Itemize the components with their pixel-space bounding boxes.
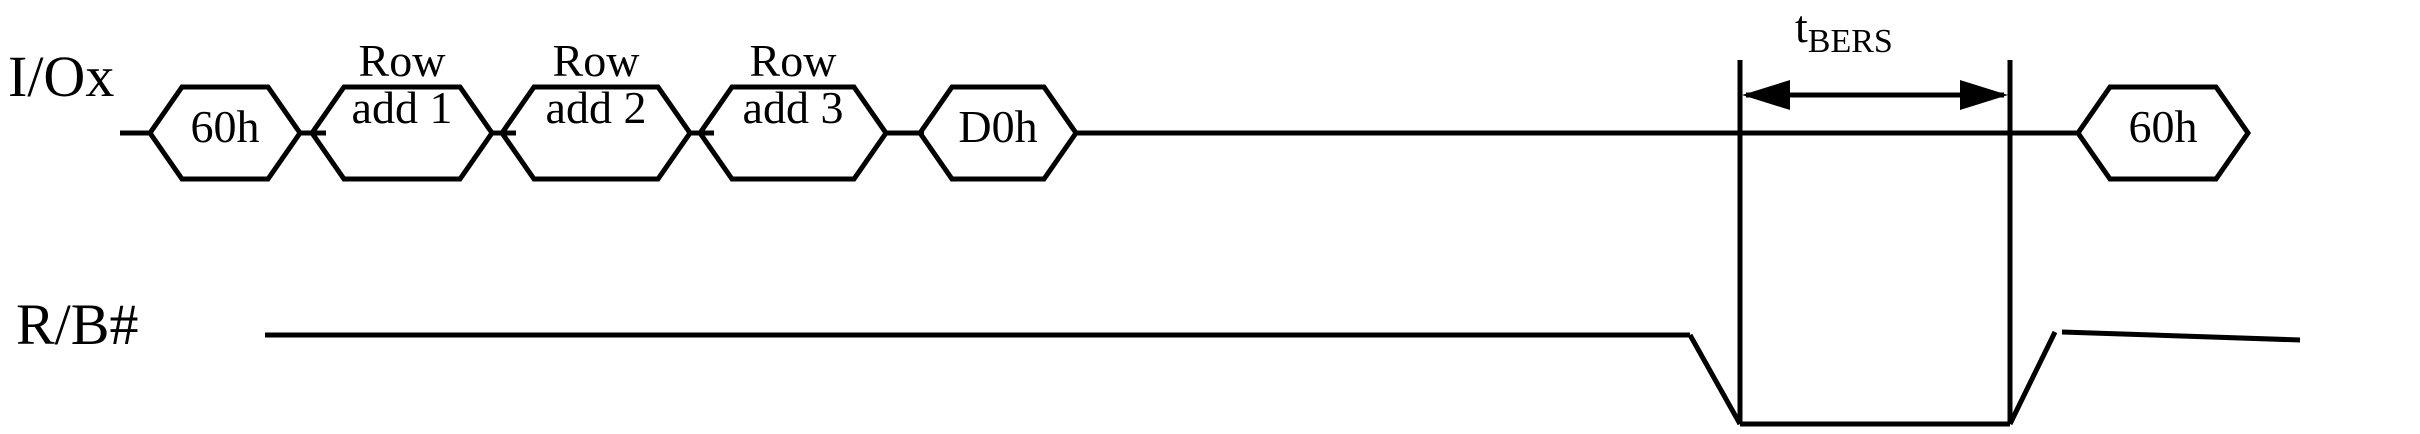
signal-label-rb: R/B# xyxy=(16,292,139,357)
rb-ready-high-right xyxy=(2061,329,2301,343)
signal-label-iox: I/Ox xyxy=(8,44,115,109)
tbers-arrowhead-left xyxy=(1742,80,1790,110)
tbers-subscript: BERS xyxy=(1807,23,1893,60)
iox-bus-hex-60h-last xyxy=(2074,84,2252,182)
bus-value-row-add-1: Row add 1 xyxy=(351,35,453,133)
bus-value-d0h: D0h xyxy=(958,101,1038,152)
bus-value-row-add-2: Row add 2 xyxy=(545,35,647,133)
rb-falling-edge xyxy=(1687,333,1743,426)
bus-value-60h-first: 60h xyxy=(190,101,260,152)
tbers-arrowhead-right xyxy=(1960,80,2008,110)
rb-rising-edge xyxy=(2007,330,2058,426)
tbers-symbol: t xyxy=(1795,1,1808,52)
bus-value-60h-last: 60h xyxy=(2128,101,2198,152)
tbers-annotation-group xyxy=(1737,60,2013,424)
tbers-timing-label: tBERS xyxy=(1795,1,1893,59)
rb-waveform-group xyxy=(265,329,2301,427)
iox-waveform-group xyxy=(120,84,2252,182)
bus-value-row-add-3: Row add 3 xyxy=(742,35,844,133)
